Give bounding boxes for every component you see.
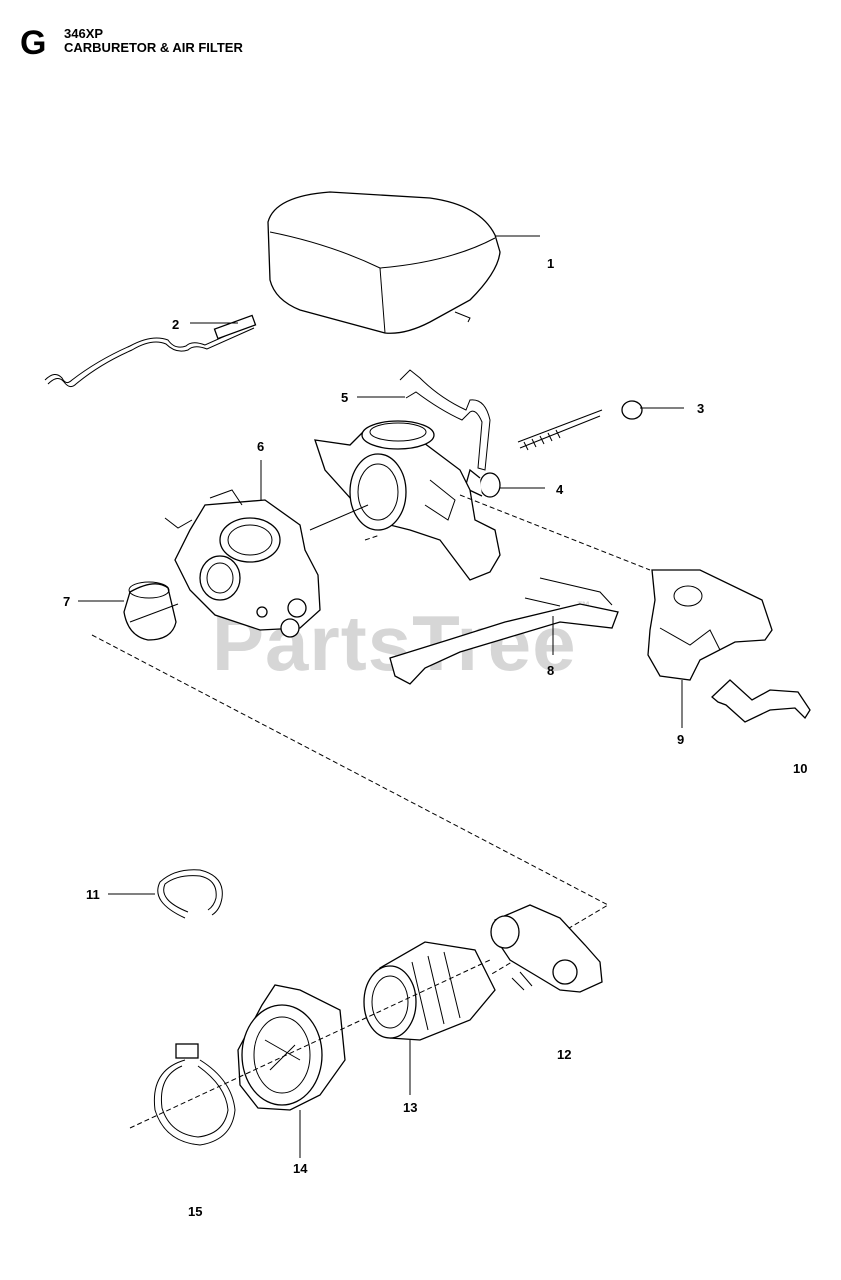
- section-letter: G: [20, 24, 47, 62]
- callout-14: 14: [293, 1161, 308, 1176]
- callout-7: 7: [63, 594, 70, 609]
- callout-1: 1: [547, 256, 554, 271]
- hose-clamp[interactable]: [153, 1043, 236, 1146]
- callout-4: 4: [556, 482, 564, 497]
- spring-clip[interactable]: [711, 679, 811, 723]
- callout-6: 6: [257, 439, 264, 454]
- intake-elbow[interactable]: [490, 904, 603, 993]
- callout-2: 2: [172, 317, 179, 332]
- intake-boot[interactable]: [363, 941, 496, 1041]
- callout-9: 9: [677, 732, 684, 747]
- callout-11: 11: [86, 887, 100, 902]
- callout-13: 13: [403, 1100, 417, 1115]
- callout-15: 15: [188, 1204, 202, 1219]
- callout-12: 12: [557, 1047, 571, 1062]
- filter-adapter[interactable]: [237, 984, 346, 1111]
- callout-10: 10: [793, 761, 807, 776]
- filter-holder[interactable]: [647, 569, 773, 681]
- callout-8: 8: [547, 663, 554, 678]
- throttle-link[interactable]: [399, 369, 491, 471]
- choke-lever[interactable]: [389, 577, 619, 685]
- diagram-title: CARBURETOR & AIR FILTER: [64, 40, 243, 55]
- air-filter-cover[interactable]: [267, 191, 501, 334]
- callout-3: 3: [697, 401, 704, 416]
- model-number: 346XP: [64, 26, 104, 41]
- carb-bracket[interactable]: [314, 420, 501, 581]
- carb-gasket-ring[interactable]: [123, 581, 177, 641]
- carburetor[interactable]: [164, 489, 321, 638]
- callout-5: 5: [341, 390, 348, 405]
- choke-rod[interactable]: [44, 314, 257, 388]
- snap-ring[interactable]: [157, 869, 223, 919]
- adjust-screw[interactable]: [517, 400, 643, 451]
